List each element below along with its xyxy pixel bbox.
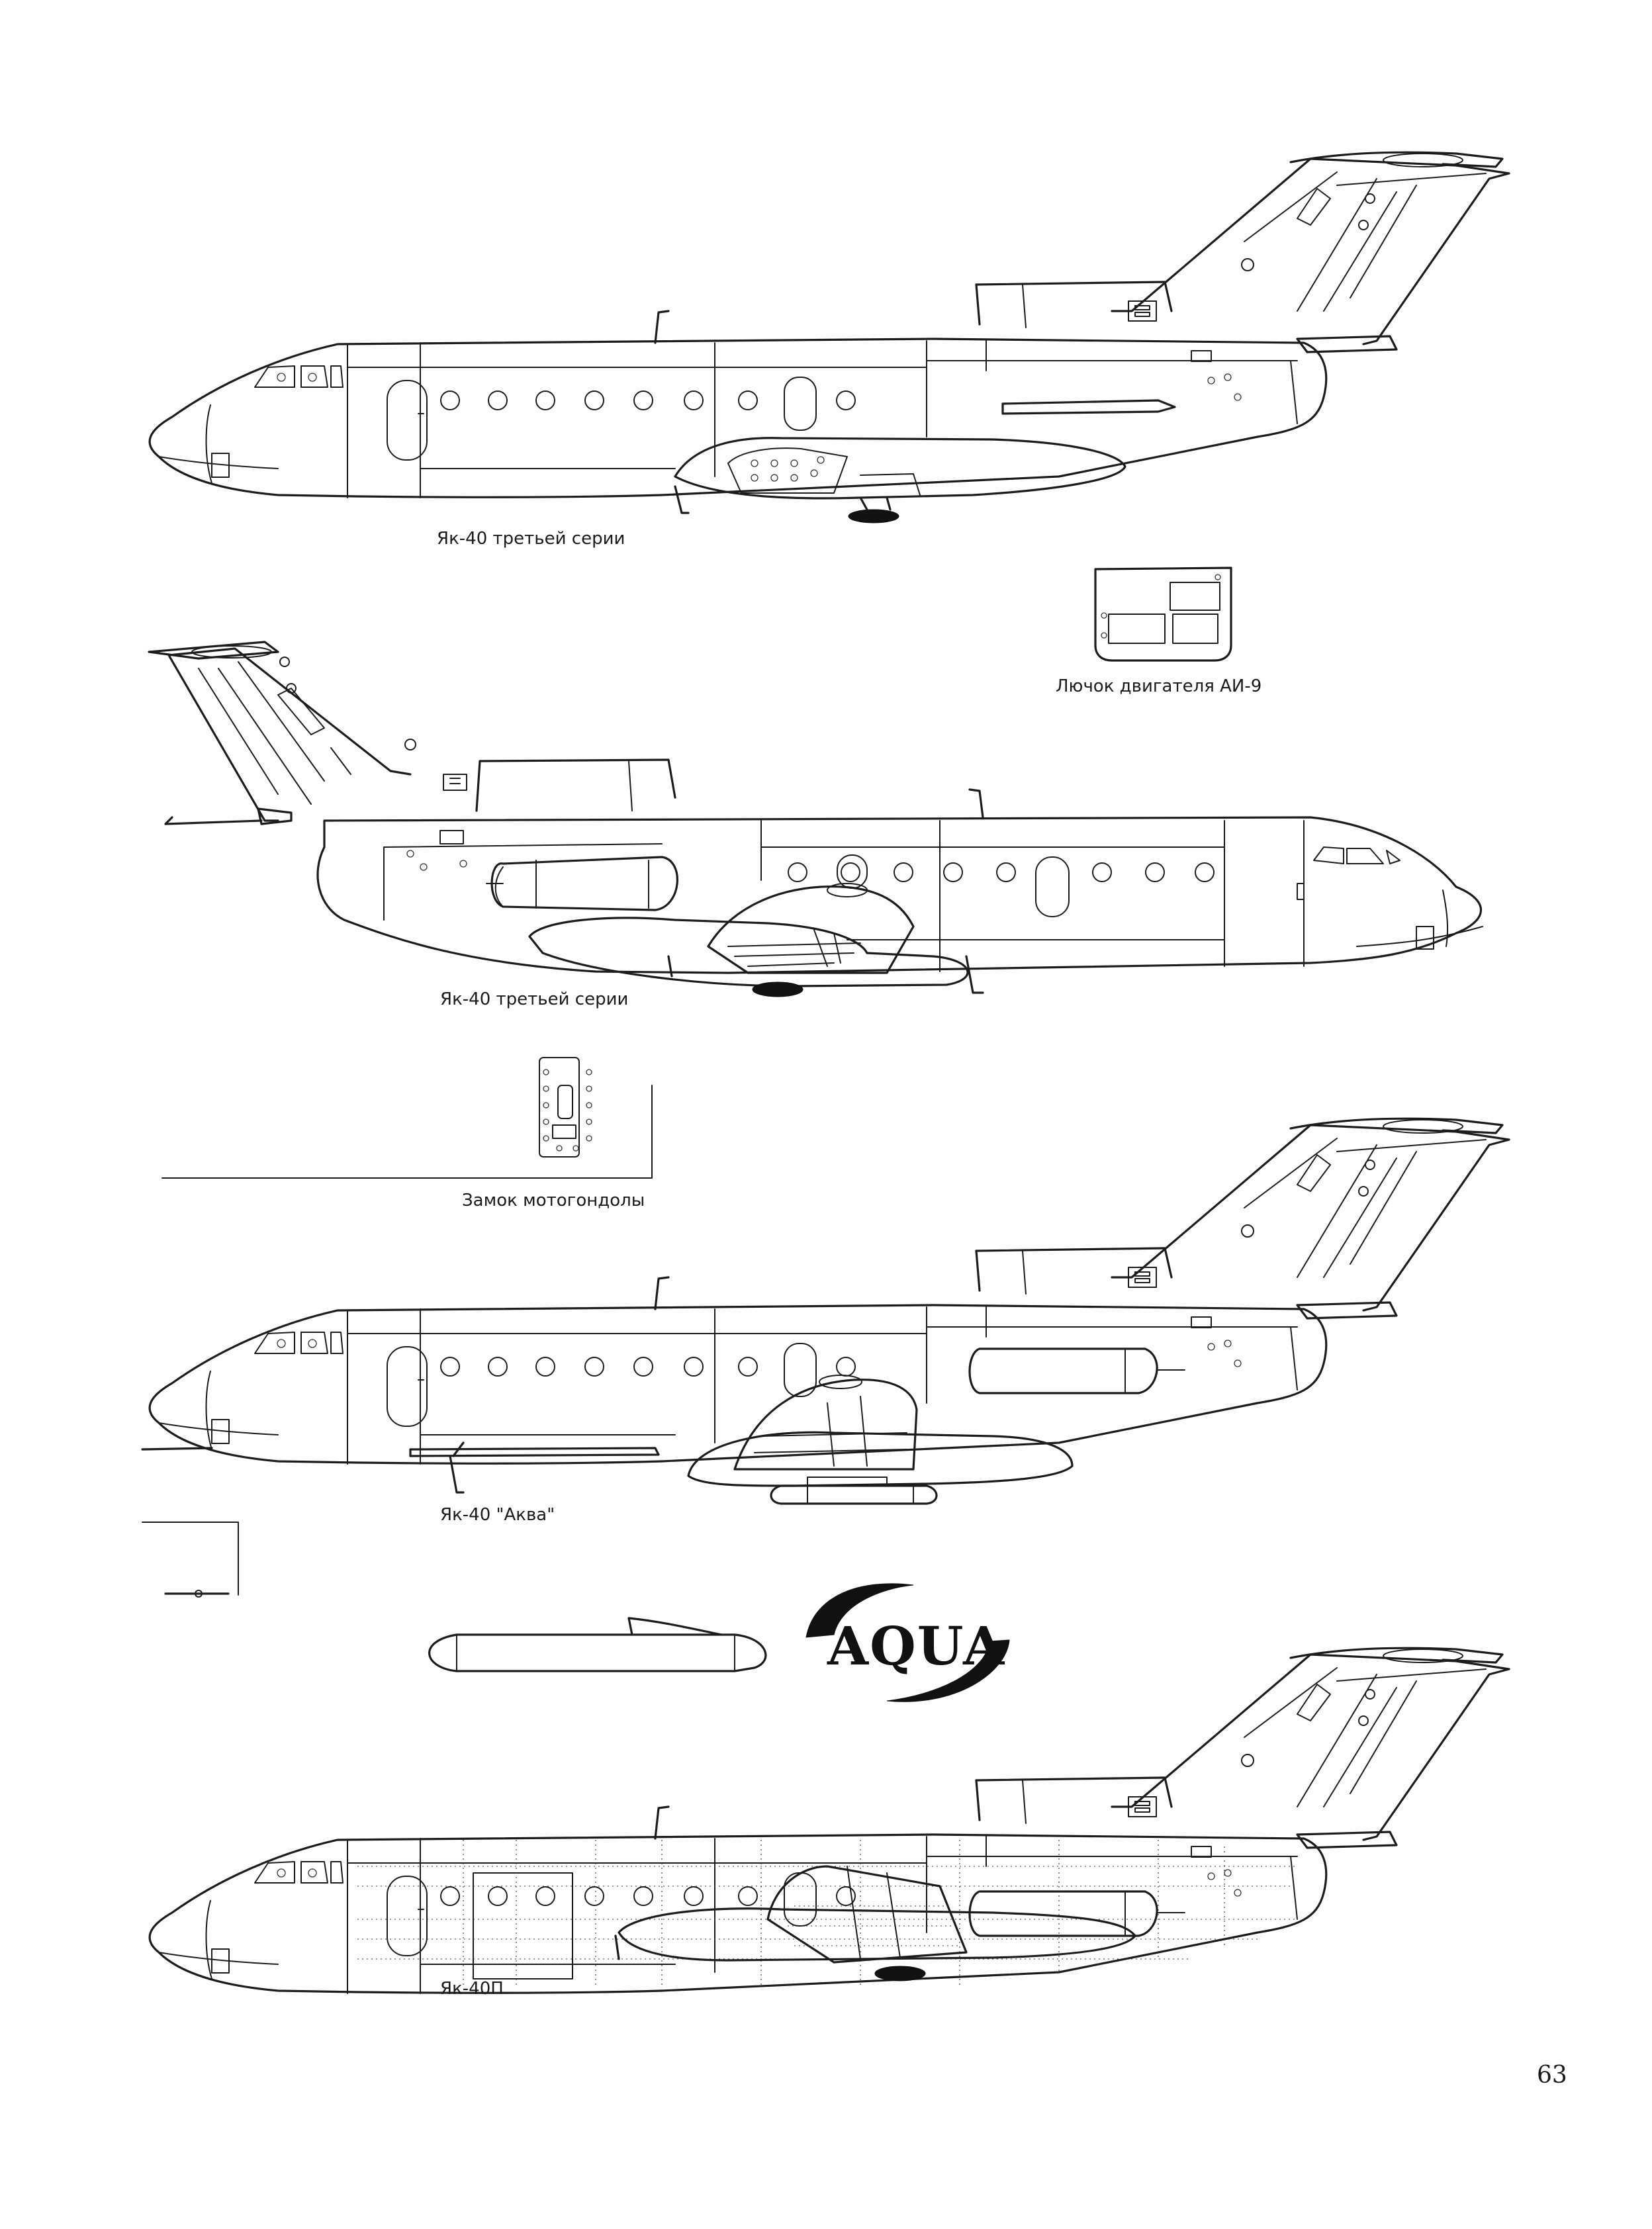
- yak40p-wing: [614, 1865, 1136, 1981]
- aircraft-yak40-series3-left: [148, 151, 1510, 524]
- label-nacelle-lock: Замок мотогондолы: [462, 1191, 645, 1210]
- page-number: 63: [1537, 2062, 1567, 2089]
- aircraft-yak40-aqua: [148, 1117, 1510, 1465]
- logo-text: AQUA: [827, 1615, 1005, 1677]
- label-aircraft-4: Як-40П: [440, 1979, 504, 1999]
- label-engine-hatch: Лючок двигателя АИ-9: [1056, 676, 1262, 696]
- nacelle-lock-detail: [161, 1057, 653, 1179]
- aqua-wing-float: [141, 1374, 1074, 1505]
- label-aircraft-2: Як-40 третьей серии: [440, 989, 628, 1009]
- small-float-detail: [142, 1522, 239, 1598]
- label-aircraft-3: Як-40 "Аква": [440, 1505, 555, 1525]
- aircraft-yak40p: [148, 1647, 1510, 1995]
- engine-hatch-detail: [1094, 567, 1232, 662]
- float-side-view: [428, 1617, 767, 1672]
- aircraft-yak40-series3-right: [148, 641, 1484, 998]
- aqua-logo: AQUA: [805, 1583, 1010, 1702]
- label-aircraft-1: Як-40 третьей серии: [437, 529, 625, 549]
